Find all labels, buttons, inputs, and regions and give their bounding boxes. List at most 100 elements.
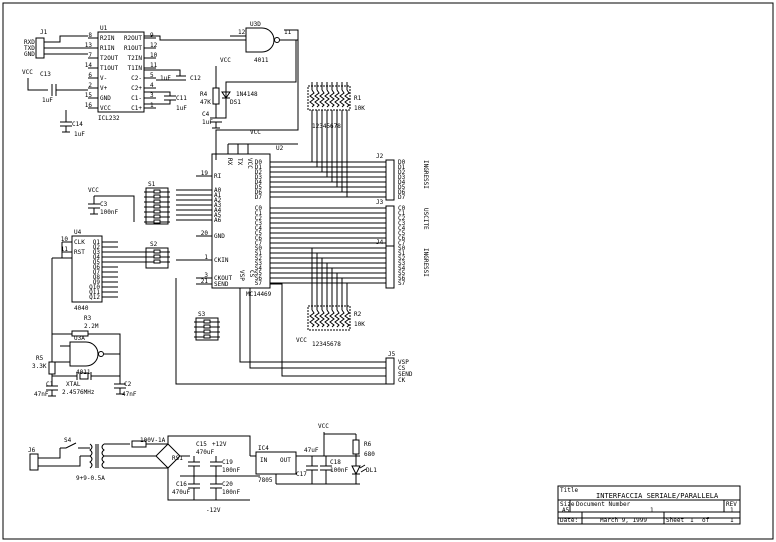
u4-pin-q8: Q8 <box>93 274 101 281</box>
j2-pins-d3: D3 <box>398 174 406 181</box>
u3d-pin-12: 12 <box>238 29 246 36</box>
capacitor-c11: C11 1uF <box>144 91 187 112</box>
date-label: Date: <box>560 517 578 524</box>
c15-value: 470uF <box>196 449 214 456</box>
capacitor-c19: C19 100nF <box>210 456 240 476</box>
r3-value: 2.2M <box>84 323 99 330</box>
resistor-r3: R3 2.2M <box>52 315 121 376</box>
u1-pin-t1in: T1IN <box>128 65 143 72</box>
j5-pin-send: SEND <box>398 371 413 378</box>
u1-pin-c2-: C2- <box>131 75 142 82</box>
size-value: A5 <box>562 507 570 514</box>
u3d-part: 4011 <box>254 57 269 64</box>
resistor-r6: R6 680 <box>324 433 375 466</box>
r5-value: 3.3K <box>32 363 47 370</box>
date-value: March 9, 1999 <box>600 517 647 524</box>
r6-ref: R6 <box>364 441 372 448</box>
u2-pin-s3: S3 <box>255 260 263 267</box>
sheet-value: 1 <box>690 517 694 524</box>
j4-pins-s6: S6 <box>398 275 406 282</box>
j3-pins-c2: C2 <box>398 215 406 222</box>
u2-pin-a6: A6 <box>214 217 222 224</box>
u2-pin-a4: A4 <box>214 207 222 214</box>
ic4-out: OUT <box>280 457 291 464</box>
capacitor-c4: C4 1uF <box>202 111 222 129</box>
u2-pin-a1: A1 <box>214 192 222 199</box>
u2-pin-c5: C5 <box>255 230 263 237</box>
j1-label: J1 <box>40 29 48 36</box>
bridge-rs1: RS1 <box>130 435 251 501</box>
c16-ref: C16 <box>176 481 187 488</box>
ic4-in: IN <box>260 457 268 464</box>
u4-pin-q3: Q3 <box>93 249 101 256</box>
j3-group: USCITE <box>422 208 429 230</box>
u2-pin-a5: A5 <box>214 212 222 219</box>
u1-pinnum-4: 4 <box>150 82 154 89</box>
u1-pinnum-10: 10 <box>150 52 158 59</box>
u2-pin-c4: C4 <box>255 225 263 232</box>
j1-pin-rxd: RXD <box>24 39 35 46</box>
u4-pin-q5: Q5 <box>93 259 101 266</box>
u1-pinnum-2: 2 <box>88 82 92 89</box>
u2-pin-ckout: CKOUT <box>214 275 232 282</box>
j2-pins-d4: D4 <box>398 179 406 186</box>
u1-pin-t2out: T2OUT <box>100 55 118 62</box>
capacitor-c16: C16 470uF -12V <box>172 476 221 514</box>
u4-pin-q9: Q9 <box>93 279 101 286</box>
j1-pin-gnd: GND <box>24 51 35 58</box>
crystal-xtal: XTAL 2.4576MHz <box>52 372 120 396</box>
r5-ref: R5 <box>36 355 44 362</box>
s2-ref: S2 <box>150 241 158 248</box>
title-block: Title INTERFACCIA SERIALE/PARALLELA Size… <box>557 485 741 525</box>
c2-value: 47nF <box>122 391 137 398</box>
capacitor-c20: C20 100nF <box>180 475 260 500</box>
u2-pin-d2: D2 <box>255 169 263 176</box>
c3-value: 100nF <box>100 209 118 216</box>
j4-pins-s7: S7 <box>398 280 406 287</box>
c1-value: 47nF <box>34 391 49 398</box>
u1-pinnum-16: 16 <box>85 102 93 109</box>
u4-pin-q10: Q10 <box>89 284 100 291</box>
c19-value: 100nF <box>222 467 240 474</box>
j3-ref: J3 <box>376 199 384 206</box>
u1-pinnum-7: 7 <box>88 52 92 59</box>
u3d-ref: U3D <box>250 21 261 28</box>
u2-pin-c3: C3 <box>255 220 263 227</box>
u2-bottom-vsp: VSP <box>238 270 245 281</box>
u1-pin-r1out: R1OUT <box>124 45 142 52</box>
j3-pins-c0: C0 <box>398 205 406 212</box>
j3-pins-c3: C3 <box>398 220 406 227</box>
j3-pins-c6: C6 <box>398 235 406 242</box>
doc-number: 1 <box>650 507 654 514</box>
u4-pin-q6: Q6 <box>93 264 101 271</box>
ds1-part: 1N4148 <box>236 91 258 98</box>
j2-pins-d5: D5 <box>398 184 406 191</box>
c15-ref: C15 <box>196 441 207 448</box>
vcc-label-r2: VCC <box>296 337 307 344</box>
u2-ref: U2 <box>276 145 284 152</box>
u2-pin-c1: C1 <box>255 210 263 217</box>
j2-group: INGRESSI <box>422 160 429 189</box>
t1-label: 9+9-0.5A <box>76 475 105 482</box>
ds1-ref: DS1 <box>230 99 241 106</box>
vcc-label-r4: VCC <box>220 57 231 64</box>
switch-s4: S4 <box>60 437 90 449</box>
j2-pins-d1: D1 <box>398 164 406 171</box>
u2-pin-ri: RI <box>214 173 222 180</box>
u1-pinnum-6: 6 <box>88 72 92 79</box>
u1-part: ICL232 <box>98 115 120 122</box>
j5-ref: J5 <box>388 351 396 358</box>
u2-pinnum-21: 21 <box>201 278 209 285</box>
c14-value: 1uF <box>74 131 85 138</box>
u4-pin-q7: Q7 <box>93 269 101 276</box>
resistor-network-r2: R2 10K 12345678 VCC <box>296 302 365 348</box>
c16-rail: -12V <box>206 507 221 514</box>
j3-pins-c7: C7 <box>398 240 406 247</box>
u1-pin-v+: V+ <box>100 85 108 92</box>
u2-pin-s2: S2 <box>255 255 263 262</box>
u1-pin-r1in: R1IN <box>100 45 115 52</box>
c18-value: 100nF <box>330 467 348 474</box>
vcc-label-s1: VCC <box>88 187 99 194</box>
